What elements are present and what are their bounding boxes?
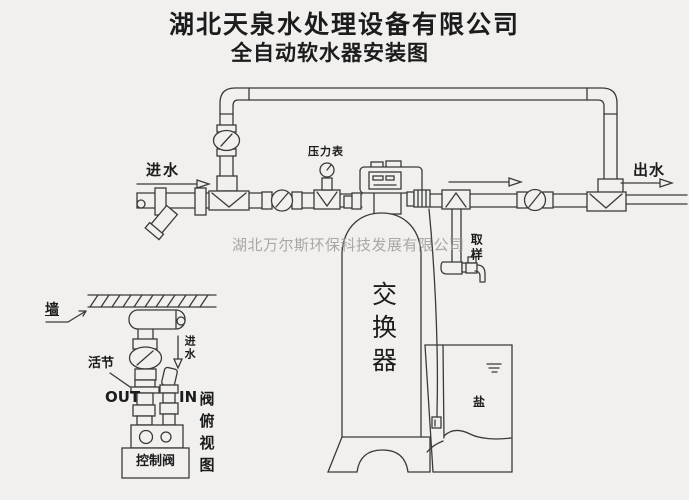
- outlet-flow-arrow: [620, 178, 675, 188]
- sampling-line: [440, 189, 486, 283]
- salt-tank: [424, 344, 513, 473]
- wall-section: [45, 294, 217, 323]
- union-leader-line: [109, 372, 134, 390]
- tank-base-left: [327, 436, 358, 473]
- inlet-flow-arrow: [136, 179, 212, 189]
- page-title: 湖北天泉水处理设备有限公司: [168, 10, 520, 39]
- salt-tank-label: 盐: [473, 395, 486, 409]
- water-level-symbol: [486, 363, 502, 373]
- control-valve-head: [343, 160, 431, 215]
- outlet-tee: [586, 178, 627, 212]
- out-port-fittings: [130, 379, 160, 426]
- exchanger-tank-label: 交换器: [368, 281, 398, 380]
- sampling-tap: [465, 262, 478, 274]
- salt-level-line: [443, 429, 512, 440]
- inlet-label: 进水: [146, 161, 181, 179]
- valve-top-plate: [130, 424, 184, 449]
- detail-inlet-label: 进水: [183, 335, 197, 361]
- tank-base-right: [407, 436, 431, 473]
- valve-top-view-caption: 阀俯视图: [197, 391, 216, 479]
- pressure-gauge-label: 压力表: [308, 145, 344, 158]
- drain-valve: [144, 204, 179, 241]
- bypass-elbow-right: [586, 87, 618, 115]
- detail-inlet-arrow: [172, 335, 184, 370]
- watermark-text: 湖北万尔斯环保科技发展有限公司: [232, 236, 465, 254]
- page-subtitle: 全自动软水器安装图: [231, 40, 429, 65]
- valve-neck: [373, 191, 402, 215]
- check-valve: [261, 189, 303, 212]
- detail-valve-assembly: [109, 309, 190, 479]
- bypass-valve: [212, 124, 241, 157]
- tank-base-arch: [356, 449, 409, 473]
- bypass-pipe: [219, 87, 618, 180]
- sampling-elbow: [440, 261, 463, 275]
- exchanger-tank: [327, 212, 431, 473]
- in-port-label: IN: [179, 388, 198, 406]
- wall-label: 墙: [45, 302, 59, 318]
- wall-hatch: [89, 294, 209, 308]
- out-port-label: OUT: [105, 388, 141, 406]
- wall-leader-line: [45, 310, 87, 323]
- in-port-fittings: [159, 366, 179, 426]
- brine-line: [428, 208, 442, 429]
- shutoff-valve: [516, 188, 554, 212]
- valve-display: [368, 171, 402, 190]
- union-label: 活节: [88, 356, 115, 371]
- bypass-tee: [208, 175, 250, 211]
- pressure-gauge-assembly: [313, 162, 341, 210]
- mid-flow-arrow: [448, 177, 524, 187]
- bypass-elbow-left: [219, 87, 250, 115]
- outlet-label: 出水: [633, 161, 666, 179]
- control-valve-label: 控制阀: [135, 454, 175, 469]
- sampling-label: 取样: [469, 233, 484, 263]
- control-valve-box: [121, 447, 190, 479]
